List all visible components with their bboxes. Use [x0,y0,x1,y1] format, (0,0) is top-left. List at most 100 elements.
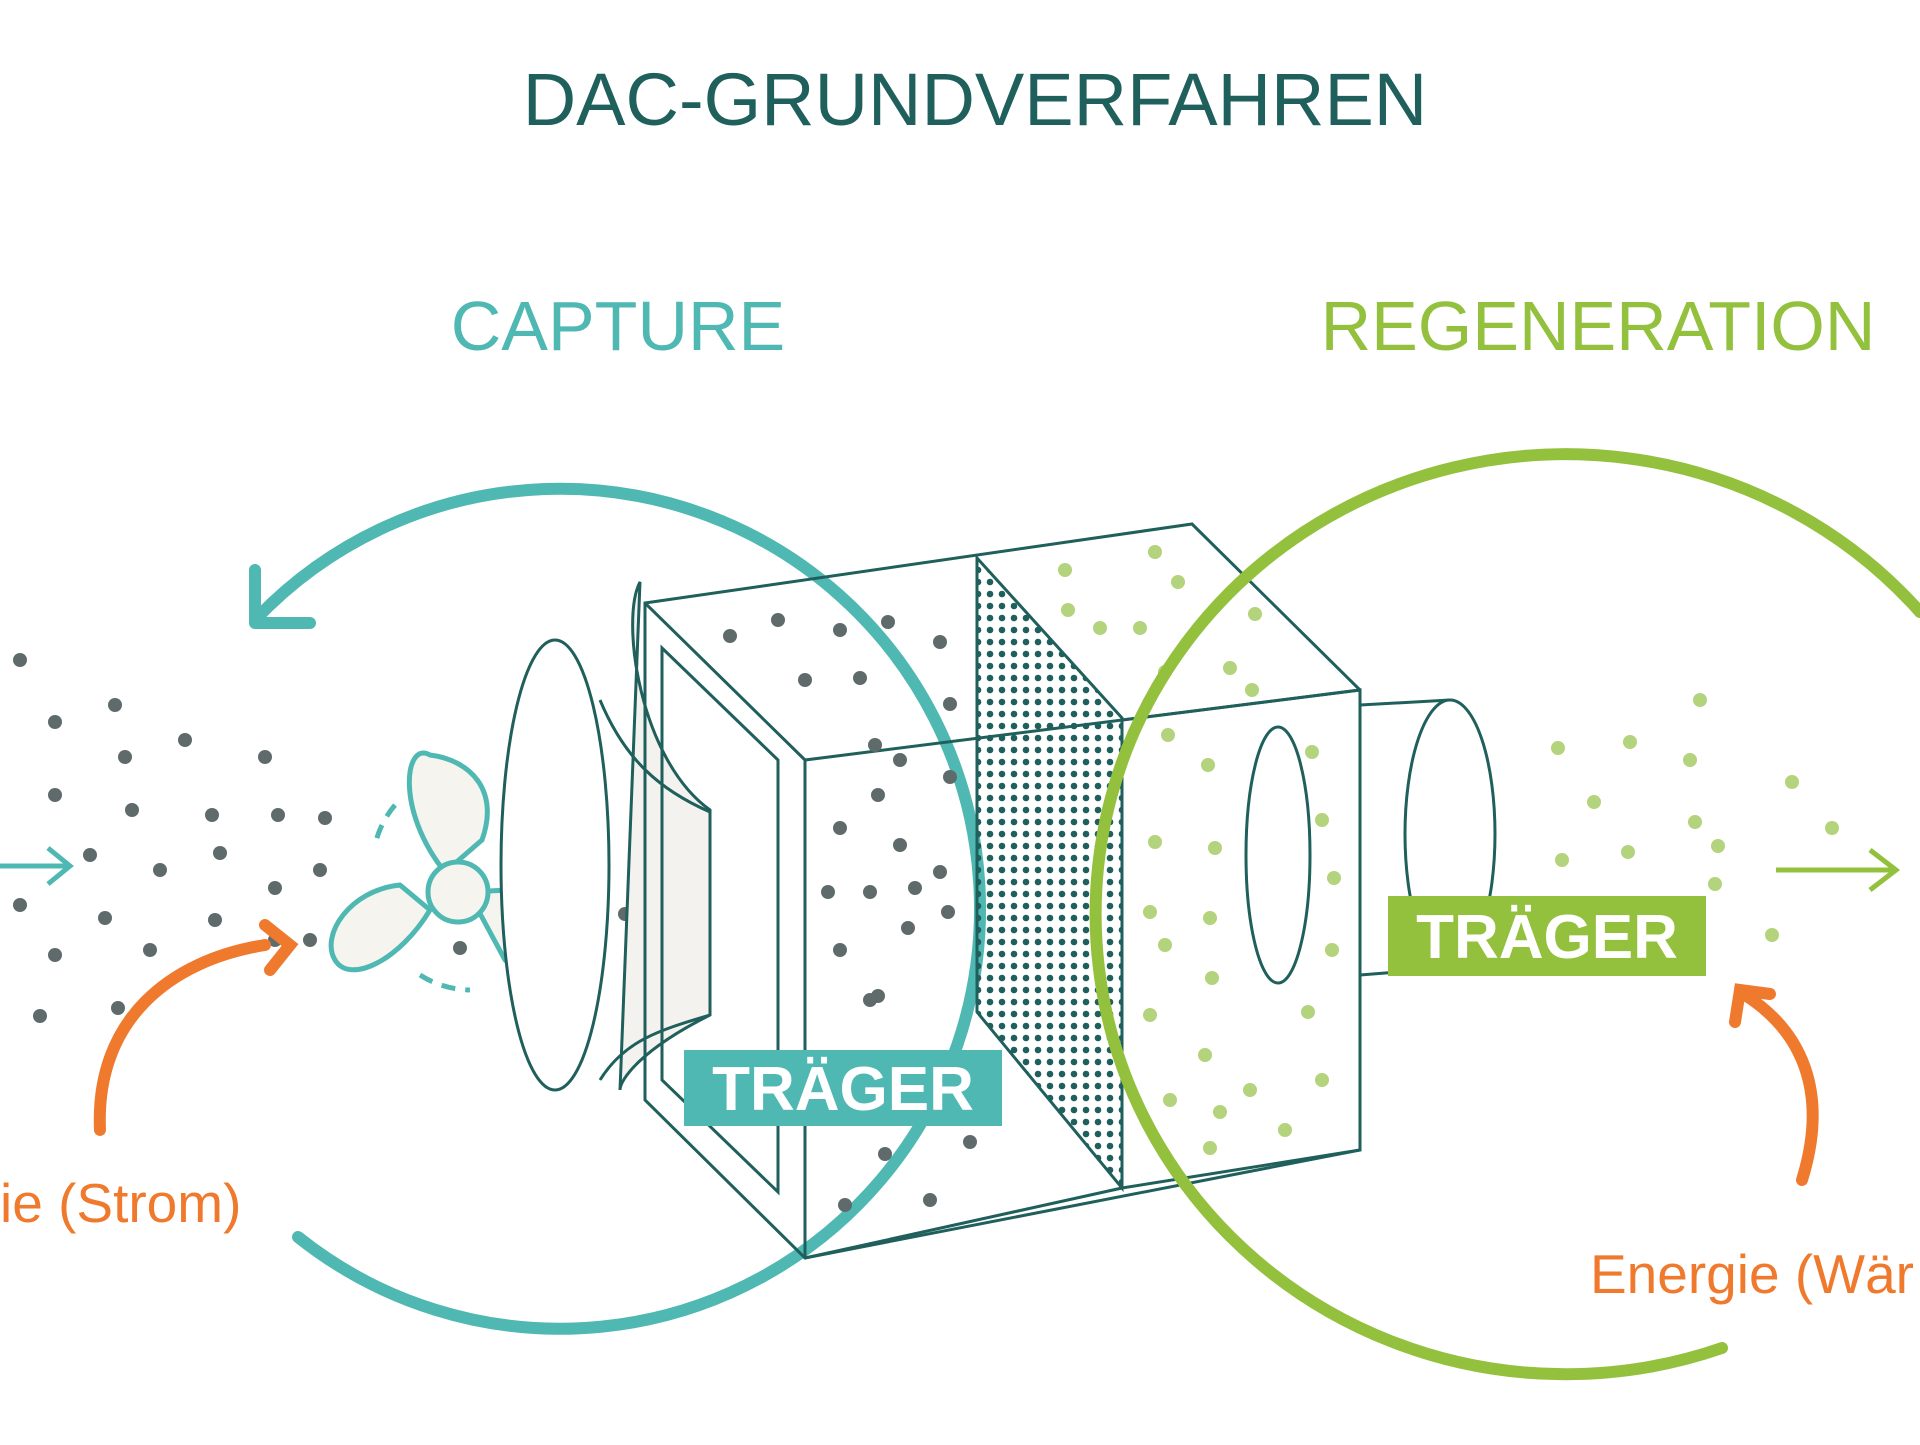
co2-particle [901,921,915,935]
energy-arrow-capture [93,919,299,1136]
released-co2-particle [1785,775,1799,789]
co2-particle [1223,661,1237,675]
co2-particle [771,613,785,627]
co2-particle [821,885,835,899]
co2-particle [943,697,957,711]
co2-particle [1325,943,1339,957]
diagram-title: DAC-GRUNDVERFAHREN [523,58,1428,141]
co2-particle [1093,621,1107,635]
co2-particle [1148,545,1162,559]
co2-particle [1278,1123,1292,1137]
co2-particle [1327,871,1341,885]
air-inlet-arrow [0,846,74,886]
co2-particle [863,885,877,899]
co2-particle [878,1147,892,1161]
air-particle [98,911,112,925]
air-particle [453,941,467,955]
air-particle [303,933,317,947]
co2-particle [933,635,947,649]
co2-particle [833,623,847,637]
co2-particle [1205,971,1219,985]
capture-label: CAPTURE [451,287,785,365]
air-particle [258,750,272,764]
air-particle [268,881,282,895]
co2-particle [1245,683,1259,697]
co2-particle [1143,1008,1157,1022]
co2-particle [1315,813,1329,827]
co2-particle [1213,1105,1227,1119]
released-co2-particle [1693,693,1707,707]
co2-particle [893,753,907,767]
box-particles [723,545,1341,1212]
energy-label-capture: ie (Strom) [0,1172,241,1234]
air-particle [48,788,62,802]
air-particle [153,863,167,877]
co2-particle [941,905,955,919]
co2-particle [1201,758,1215,772]
co2-particle [853,671,867,685]
air-particle [125,803,139,817]
air-particle [213,846,227,860]
released-co2-particle [1683,753,1697,767]
released-co2-particle [1587,795,1601,809]
co2-outlet-arrow [1776,848,1901,892]
air-particle [178,733,192,747]
co2-particle-cloud [1551,693,1839,942]
co2-particle [833,821,847,835]
air-particle [318,811,332,825]
co2-particle [1061,603,1075,617]
co2-particle [1163,1093,1177,1107]
released-co2-particle [1621,845,1635,859]
released-co2-particle [1623,735,1637,749]
co2-particle [1198,1048,1212,1062]
air-particle [118,750,132,764]
air-particle [48,715,62,729]
co2-particle [871,788,885,802]
released-co2-particle [1825,821,1839,835]
co2-particle [863,993,877,1007]
co2-particle [923,1193,937,1207]
co2-particle [933,865,947,879]
air-particle [108,698,122,712]
co2-particle [1203,911,1217,925]
co2-particle [723,629,737,643]
carrier-tag-regeneration-text: TRÄGER [1416,903,1678,972]
co2-particle [1158,938,1172,952]
air-particle [48,948,62,962]
co2-particle [1058,563,1072,577]
co2-particle [943,770,957,784]
air-particle [13,653,27,667]
co2-particle [1315,1073,1329,1087]
co2-particle [908,881,922,895]
released-co2-particle [1708,877,1722,891]
regeneration-label: REGENERATION [1321,287,1876,365]
air-particle [205,808,219,822]
air-particle [33,1009,47,1023]
air-particle [83,848,97,862]
co2-particle [833,943,847,957]
regeneration-cycle-arrow [1089,448,1920,1381]
air-particle [313,863,327,877]
released-co2-particle [1765,928,1779,942]
air-particle [208,913,222,927]
co2-particle [881,615,895,629]
air-particle [271,808,285,822]
co2-particle [1248,607,1262,621]
released-co2-particle [1711,839,1725,853]
co2-particle [963,1135,977,1149]
air-particle-cloud [13,653,632,1023]
co2-particle [1305,745,1319,759]
carrier-tag-regeneration: TRÄGER [1388,896,1706,976]
co2-particle [893,838,907,852]
released-co2-particle [1555,853,1569,867]
air-particle [111,1001,125,1015]
co2-particle [1301,1005,1315,1019]
co2-particle [1161,728,1175,742]
co2-particle [1243,1083,1257,1097]
air-particle [143,943,157,957]
released-co2-particle [1551,741,1565,755]
energy-label-regeneration: Energie (Wär [1590,1243,1914,1305]
co2-particle [798,673,812,687]
